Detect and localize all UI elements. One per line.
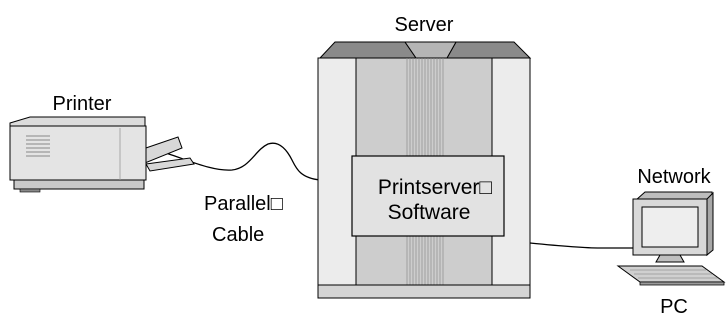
printserver-label-line1: Printserver□ bbox=[378, 176, 493, 199]
printer-label: Printer bbox=[53, 93, 112, 115]
pc-icon bbox=[616, 191, 726, 286]
server-label: Server bbox=[395, 14, 454, 36]
printer-icon bbox=[9, 116, 195, 193]
parallel-cable bbox=[141, 142, 363, 184]
parallel-cable-label-line2: Cable bbox=[212, 224, 264, 246]
printserver-label-line2: Software bbox=[388, 201, 471, 224]
printserver-software-box bbox=[351, 155, 505, 237]
parallel-cable-label-line1: Parallel□ bbox=[204, 193, 283, 215]
pc-label: PC bbox=[660, 296, 688, 318]
network-label: Network bbox=[637, 166, 711, 188]
network-cable bbox=[529, 242, 640, 249]
